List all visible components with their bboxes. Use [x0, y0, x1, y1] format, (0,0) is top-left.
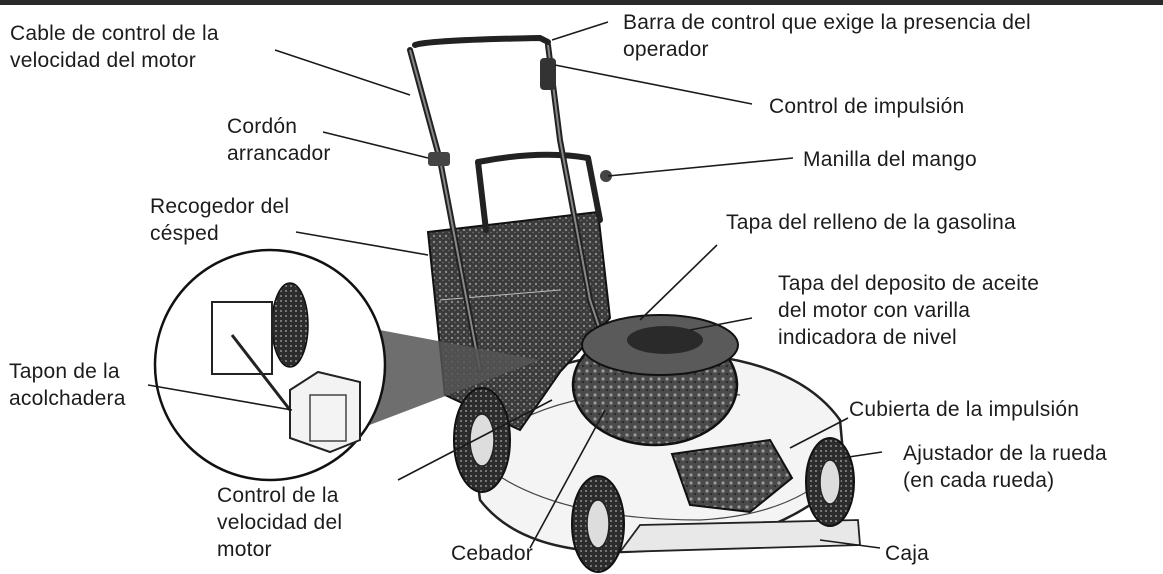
label-drive-cover: Cubierta de la impulsión: [849, 398, 1080, 421]
label-oil-cap: Tapa del deposito de aceite del motor co…: [778, 272, 1040, 349]
handle-knob: [600, 170, 612, 182]
label-fuel-cap: Tapa del relleno de la gasolina: [726, 211, 1016, 234]
label-operator-control-bar: Barra de control que exige la presencia …: [623, 11, 1031, 61]
label-engine-speed-cable: Cable de control de la velocidad del mot…: [10, 22, 219, 72]
label-engine-speed-control: Control de la velocidad del motor: [217, 484, 343, 561]
wheel-front-left: [571, 475, 625, 573]
mulch-plug-inset: [153, 248, 540, 482]
label-drive-control: Control de impulsión: [769, 95, 965, 118]
leader-lines: [147, 21, 883, 549]
wheel-front-right: [805, 437, 855, 527]
label-mulch-plug: Tapon de la acolchadera: [9, 360, 126, 410]
label-wheel-adjuster: Ajustador de la rueda (en cada rueda): [903, 442, 1107, 492]
drive-cover: [670, 438, 794, 514]
label-grass-catcher: Recogedor del césped: [150, 195, 290, 245]
label-choke: Cebador: [451, 542, 533, 565]
starter-cord-handle: [428, 152, 450, 166]
wheel-rear-left: [453, 387, 511, 493]
top-border: [0, 0, 1163, 5]
label-housing: Caja: [885, 542, 929, 565]
label-handle-knob: Manilla del mango: [803, 148, 977, 171]
engine: [571, 314, 739, 447]
label-starter-cord: Cordón arrancador: [227, 115, 331, 165]
drive-control-lever: [540, 58, 556, 90]
